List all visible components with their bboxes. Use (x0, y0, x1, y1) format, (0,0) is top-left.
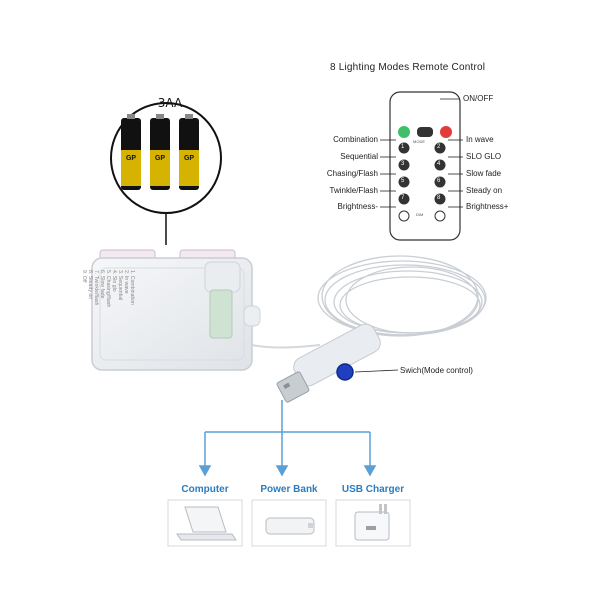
key-3: 3 (401, 161, 405, 167)
remote-label-steady-on: Steady on (466, 186, 503, 195)
battery-3: GP (179, 114, 199, 190)
key-7: 7 (401, 195, 405, 201)
svg-text:GP: GP (126, 155, 136, 162)
laptop-icon (176, 506, 237, 541)
remote-label-brightness-minus: Brightness- (337, 202, 378, 211)
usb-charger-label: USB Charger (341, 484, 405, 495)
usb-module (276, 323, 399, 403)
battery-count-label: 3AA (157, 96, 183, 110)
key-5: 5 (401, 178, 405, 184)
on-off-label: ON/OFF (463, 94, 494, 103)
remote-label-chasing-flash: Chasing/Flash (326, 169, 378, 178)
remote-label-slo-glo: SLO GLO (466, 152, 502, 161)
switch-label: Swich(Mode control) (400, 366, 473, 375)
mode-mark: MODE (413, 139, 425, 144)
key-6: 6 (437, 178, 441, 184)
key-2: 2 (437, 144, 441, 150)
remote-label-brightness-plus: Brightness+ (466, 202, 509, 211)
remote-label-combination: Combination (333, 135, 378, 144)
usb-charger-icon (354, 504, 390, 541)
key-1: 1 (401, 144, 405, 150)
connector-lines (198, 400, 377, 477)
power-bank-label: Power Bank (260, 484, 318, 495)
battery-box (91, 249, 321, 371)
remote-label-twinkle-flash: Twinkle/Flash (329, 186, 378, 195)
key-8: 8 (437, 195, 441, 201)
battery-circle: GP GP GP (110, 102, 222, 245)
key-4: 4 (437, 161, 441, 167)
remote-label-slow-fade: Slow fade (466, 169, 502, 178)
remote-control (380, 91, 463, 241)
battery-box-modes-text: 1. Combination 2. In wave 3. Sequential … (81, 270, 135, 308)
svg-text:GP: GP (184, 155, 194, 162)
mode-switch-button (336, 363, 354, 381)
battery-1: GP (121, 114, 141, 190)
remote-title: 8 Lighting Modes Remote Control (330, 62, 486, 73)
remote-label-sequential: Sequential (340, 152, 378, 161)
power-bank-icon (265, 517, 315, 535)
dim-mark: DIM (416, 212, 424, 217)
svg-text:GP: GP (155, 155, 165, 162)
battery-2: GP (150, 114, 170, 190)
remote-label-in-wave: In wave (466, 135, 494, 144)
computer-label: Computer (181, 484, 229, 495)
